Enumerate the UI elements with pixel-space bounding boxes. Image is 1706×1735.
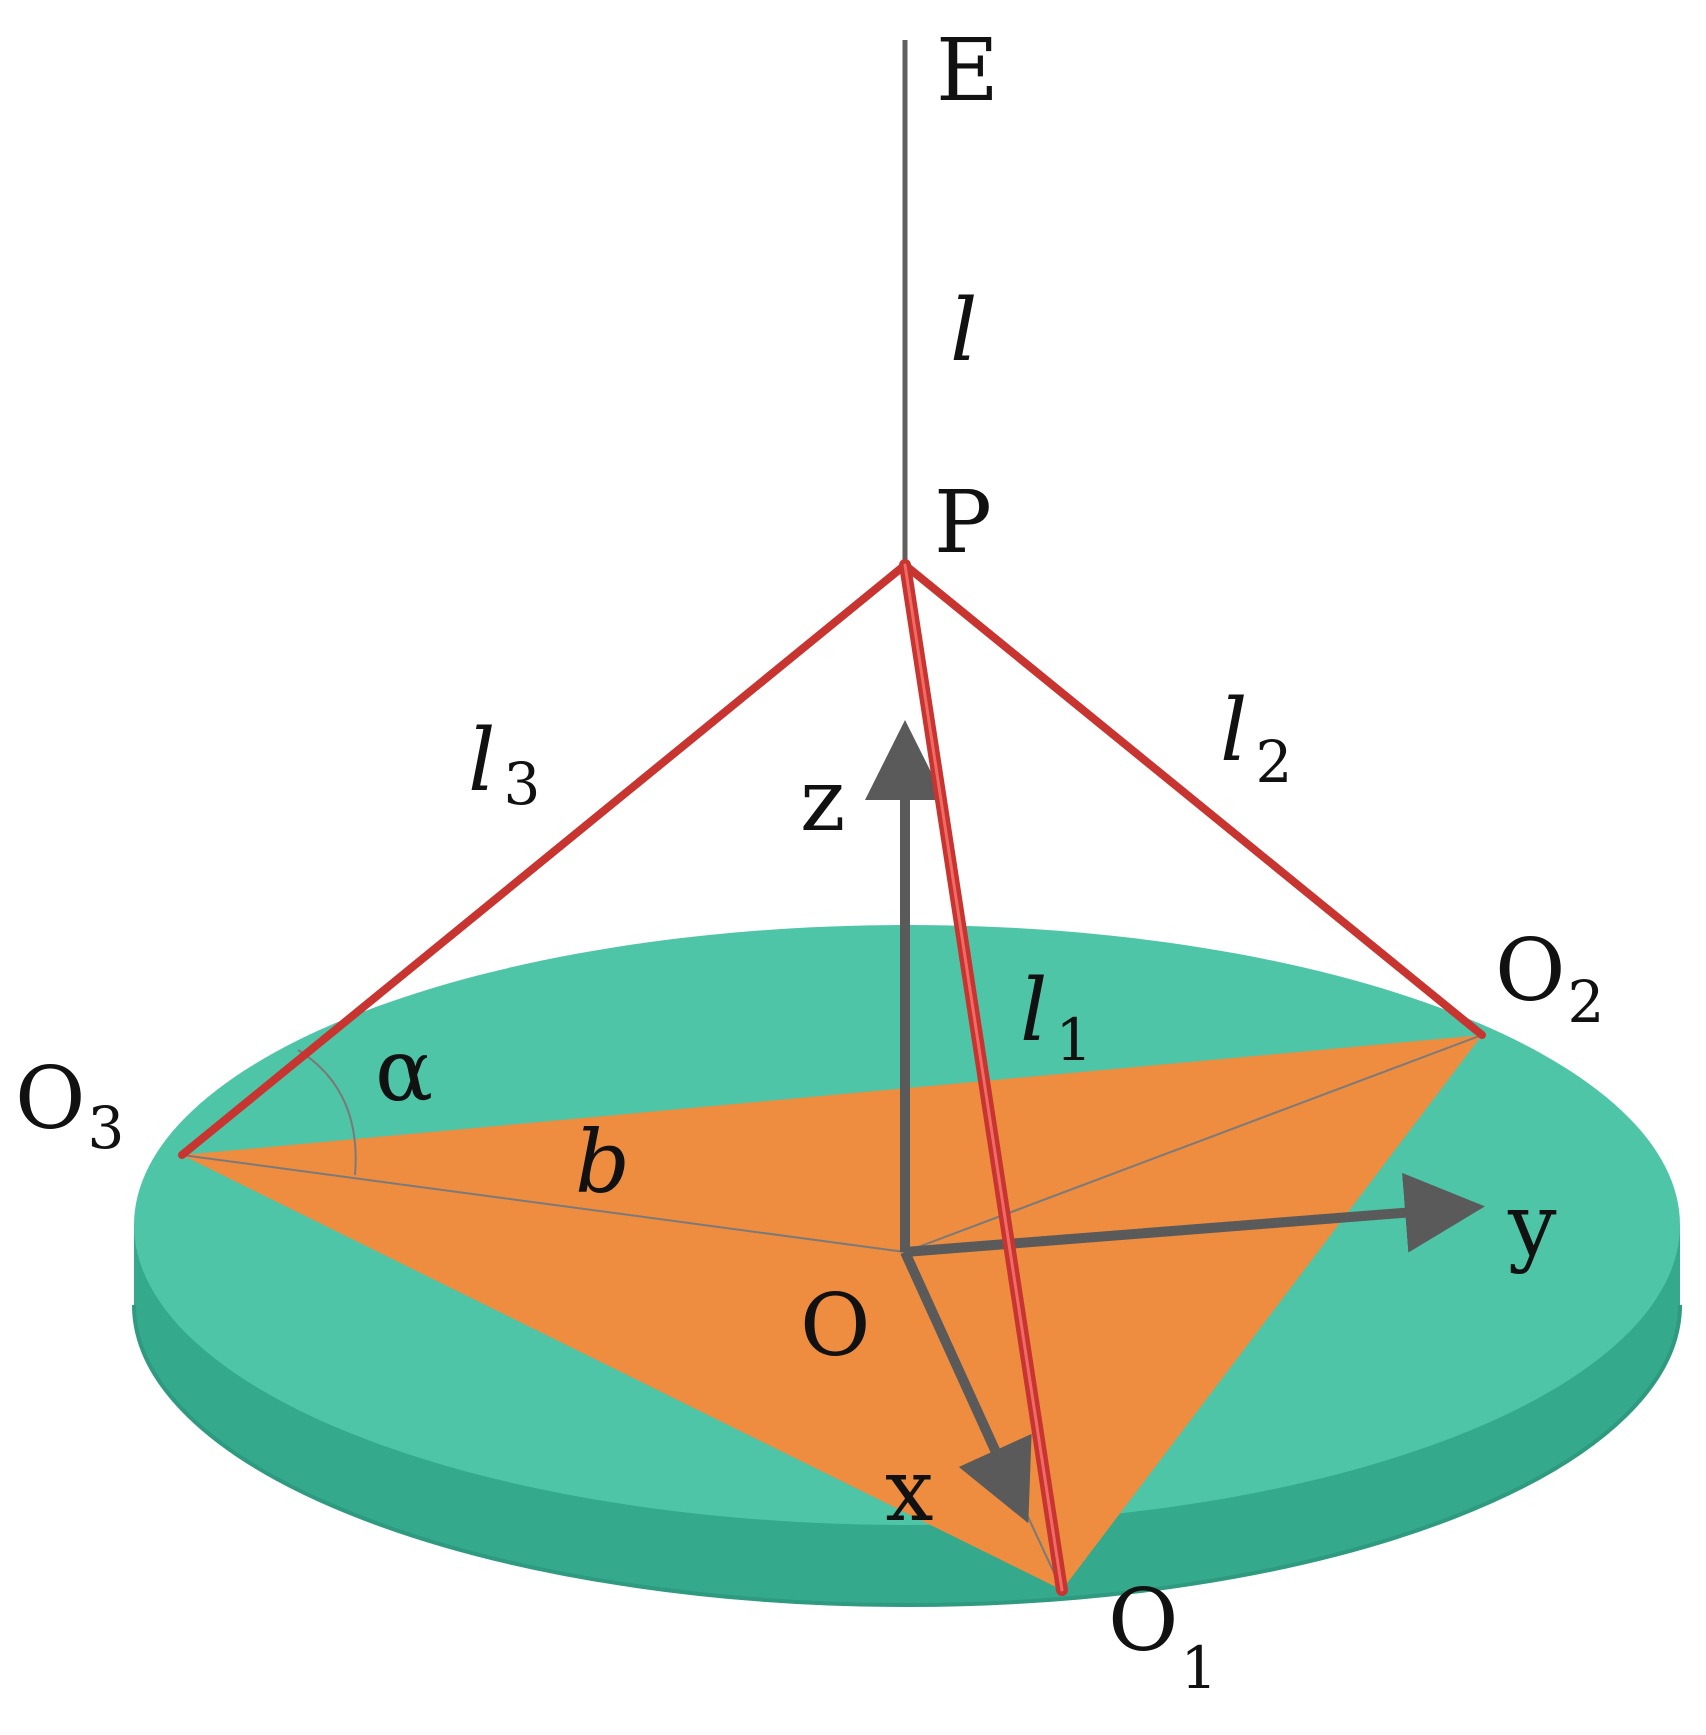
label-O1: O1	[1108, 1571, 1217, 1702]
label-y: y	[1507, 1176, 1557, 1276]
rod-l2	[901, 561, 1486, 1039]
label-l2-main: l	[1220, 681, 1248, 781]
label-O3-sub: 3	[88, 1094, 125, 1162]
base-disk-rim-shadow	[132, 1304, 1682, 1607]
label-b: b	[575, 1113, 630, 1213]
rod-l3	[178, 561, 909, 1159]
label-l2-sub: 2	[1256, 728, 1293, 796]
label-O2: O2	[1495, 921, 1604, 1036]
label-l3-sub: 3	[504, 750, 541, 818]
x-axis	[900, 1249, 1032, 1524]
rod-l1-highlight	[903, 563, 1064, 1592]
label-O2-sub: 2	[1568, 968, 1605, 1036]
alpha-angle-arc	[297, 1049, 357, 1176]
coordinate-axes	[865, 720, 1485, 1524]
label-P: P	[934, 473, 992, 573]
guide-line-b	[181, 1154, 906, 1253]
base-triangle	[182, 1035, 1482, 1590]
label-O3: O3	[15, 1049, 124, 1162]
label-O1-sub: 1	[1181, 1634, 1218, 1702]
label-O3-main: O	[15, 1049, 86, 1149]
label-l1-main: l	[1020, 961, 1048, 1061]
label-O1-main: O	[1108, 1571, 1179, 1671]
label-O: O	[800, 1276, 871, 1376]
label-l1-sub: 1	[1056, 1006, 1093, 1074]
rods	[178, 559, 1486, 1596]
label-alpha: α	[375, 1021, 433, 1121]
label-O2-main: O	[1495, 921, 1566, 1021]
label-l3-main: l	[468, 711, 496, 811]
label-z: z	[800, 751, 845, 851]
y-axis	[904, 1172, 1485, 1257]
label-E: E	[936, 21, 999, 121]
label-l: l	[950, 281, 978, 381]
label-x: x	[885, 1441, 934, 1541]
